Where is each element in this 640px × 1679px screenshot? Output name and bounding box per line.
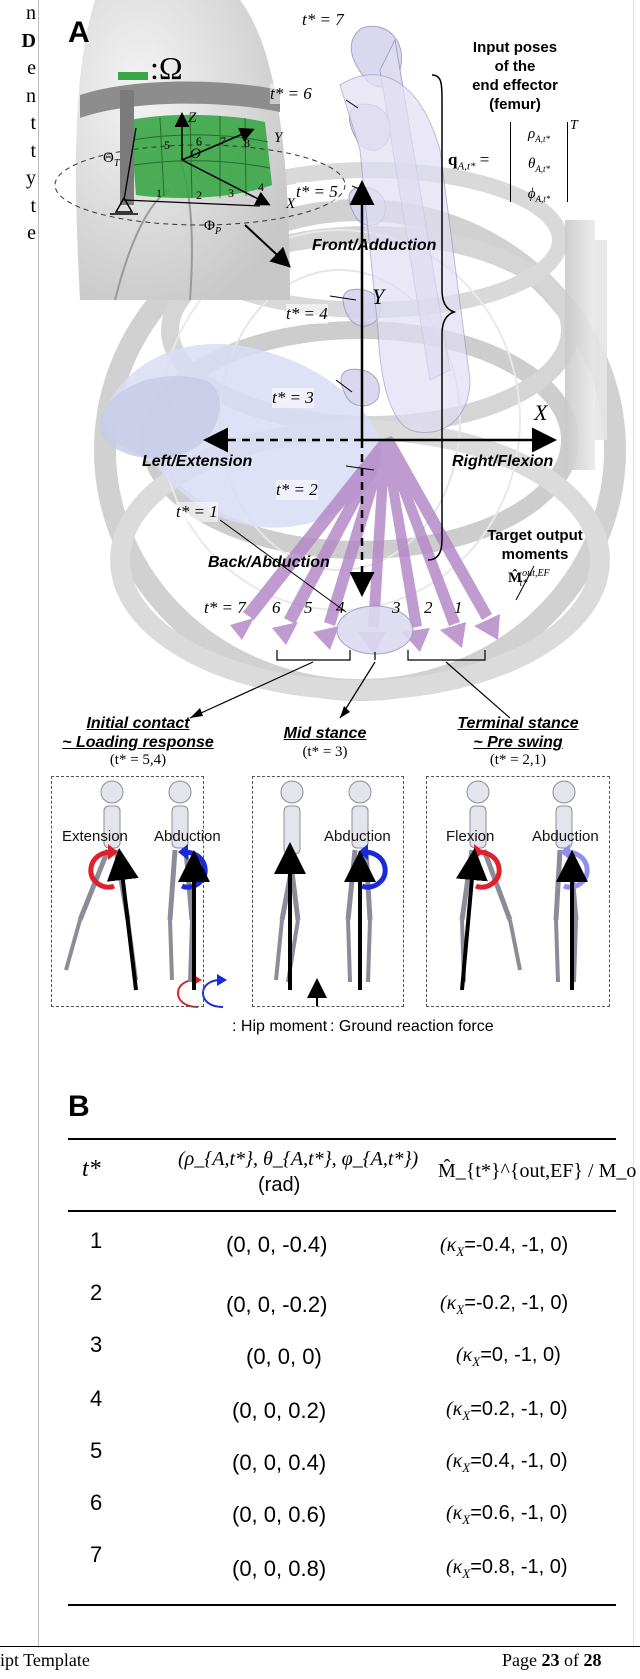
harness-z-label: Z <box>188 110 197 126</box>
footer-rule <box>0 1646 640 1647</box>
t-label-3: t* = 3 <box>272 388 314 408</box>
target-output-title: Target output moments <box>487 527 583 563</box>
header-t-star: t* <box>82 1156 101 1182</box>
phase-title-mid-stance: Mid stance <box>283 725 367 742</box>
panel-a-artwork <box>40 0 626 1008</box>
panel-a-letter: A <box>68 16 90 49</box>
legend-ground-reaction-force: : Ground reaction force <box>330 1018 494 1035</box>
direction-front-adduction: Front/Adduction <box>312 237 437 254</box>
harness-x-label: X <box>286 196 296 212</box>
phase-box-mid-stance <box>252 776 404 1007</box>
axis-y-label: Y <box>372 284 385 309</box>
skeleton-label-extension: Extension <box>62 828 128 845</box>
margin-line: D <box>21 29 36 52</box>
q-vector-label: qA,t* = <box>448 150 490 173</box>
margin-line: e <box>27 57 36 79</box>
phase-sub-initial-contact: (t* = 5,4) <box>109 752 167 768</box>
omega-label: :Ω <box>150 50 183 86</box>
margin-line: e <box>27 222 36 244</box>
phase-box-terminal-stance <box>426 776 610 1007</box>
t-label-6: t* = 6 <box>270 84 312 104</box>
human-harness-image <box>40 0 346 301</box>
right-brace <box>427 74 457 561</box>
footer-page-number: Page 23 of 28 <box>502 1650 602 1670</box>
phi-p-label: ΦP <box>204 218 222 237</box>
q-vector-matrix: ρA,t* θA,t* ϕA,t* <box>510 122 568 204</box>
margin-line: t <box>30 194 36 217</box>
margin-line: y <box>26 167 36 189</box>
margin-line: t <box>30 139 36 162</box>
leader-lines <box>219 99 535 613</box>
femur-stack <box>339 25 471 434</box>
skeleton-illustrations <box>64 780 590 991</box>
q-transpose: T <box>570 118 578 133</box>
t-label-5: t* = 5 <box>296 182 338 202</box>
harness-origin-label: O <box>190 146 201 162</box>
margin-line: t <box>30 112 36 134</box>
phase-sub-mid-stance: (t* = 3) <box>302 744 348 760</box>
t-label-7: t* = 7 <box>302 10 344 30</box>
footer-template-text: ipt Template <box>0 1650 90 1670</box>
skeleton-label-abduction-2: Abduction <box>324 828 391 845</box>
direction-left-extension: Left/Extension <box>142 453 253 470</box>
t-label-4: t* = 4 <box>286 304 328 324</box>
grey-bar <box>565 220 595 470</box>
direction-right-flexion: Right/Flexion <box>452 453 554 470</box>
theta-t-label: ΘT <box>103 150 120 169</box>
legend-hip-moment: : Hip moment <box>232 1018 328 1035</box>
harness-y-label: Y <box>274 130 283 146</box>
direction-back-abduction: Back/Abduction <box>208 554 330 571</box>
skeleton-label-abduction-1: Abduction <box>154 828 221 845</box>
skeleton-label-abduction-3: Abduction <box>532 828 599 845</box>
header-moment: M̂_{t*}^{out,EF} / M_o <box>438 1160 637 1182</box>
skeleton-label-flexion: Flexion <box>446 828 495 845</box>
axis-x-label: X <box>534 400 548 425</box>
table-top-rule <box>68 1138 616 1140</box>
panel-b-letter: B <box>68 1090 90 1123</box>
page-right-rule <box>633 0 634 1648</box>
phase-title-terminal-stance: Terminal stance ~ Pre swing <box>457 715 579 751</box>
t-label-2: t* = 2 <box>276 480 318 500</box>
t-label-1: t* = 1 <box>176 502 218 522</box>
page-left-rule <box>38 0 39 1648</box>
input-poses-title: Input poses of the end effector (femur) <box>472 39 558 113</box>
bottom-t-label: t* = 7 <box>204 598 246 617</box>
phase-box-initial-contact <box>51 776 204 1007</box>
header-pose: (ρ_{A,t*}, θ_{A,t*}, φ_{A,t*}) <box>178 1148 419 1170</box>
margin-line: n <box>26 84 36 107</box>
margin-line: n <box>26 2 36 24</box>
header-pose-unit: (rad) <box>258 1174 301 1196</box>
left-margin-text: n D e n t t y t e <box>0 0 38 248</box>
phase-sub-terminal-stance: (t* = 2,1) <box>489 752 547 768</box>
phase-title-initial-contact: Initial contact ~ Loading response <box>62 715 214 751</box>
table-bottom-rule <box>68 1604 616 1606</box>
table-header-rule <box>68 1210 616 1212</box>
target-moment-symbol: M̂out,EFt* <box>508 568 550 589</box>
